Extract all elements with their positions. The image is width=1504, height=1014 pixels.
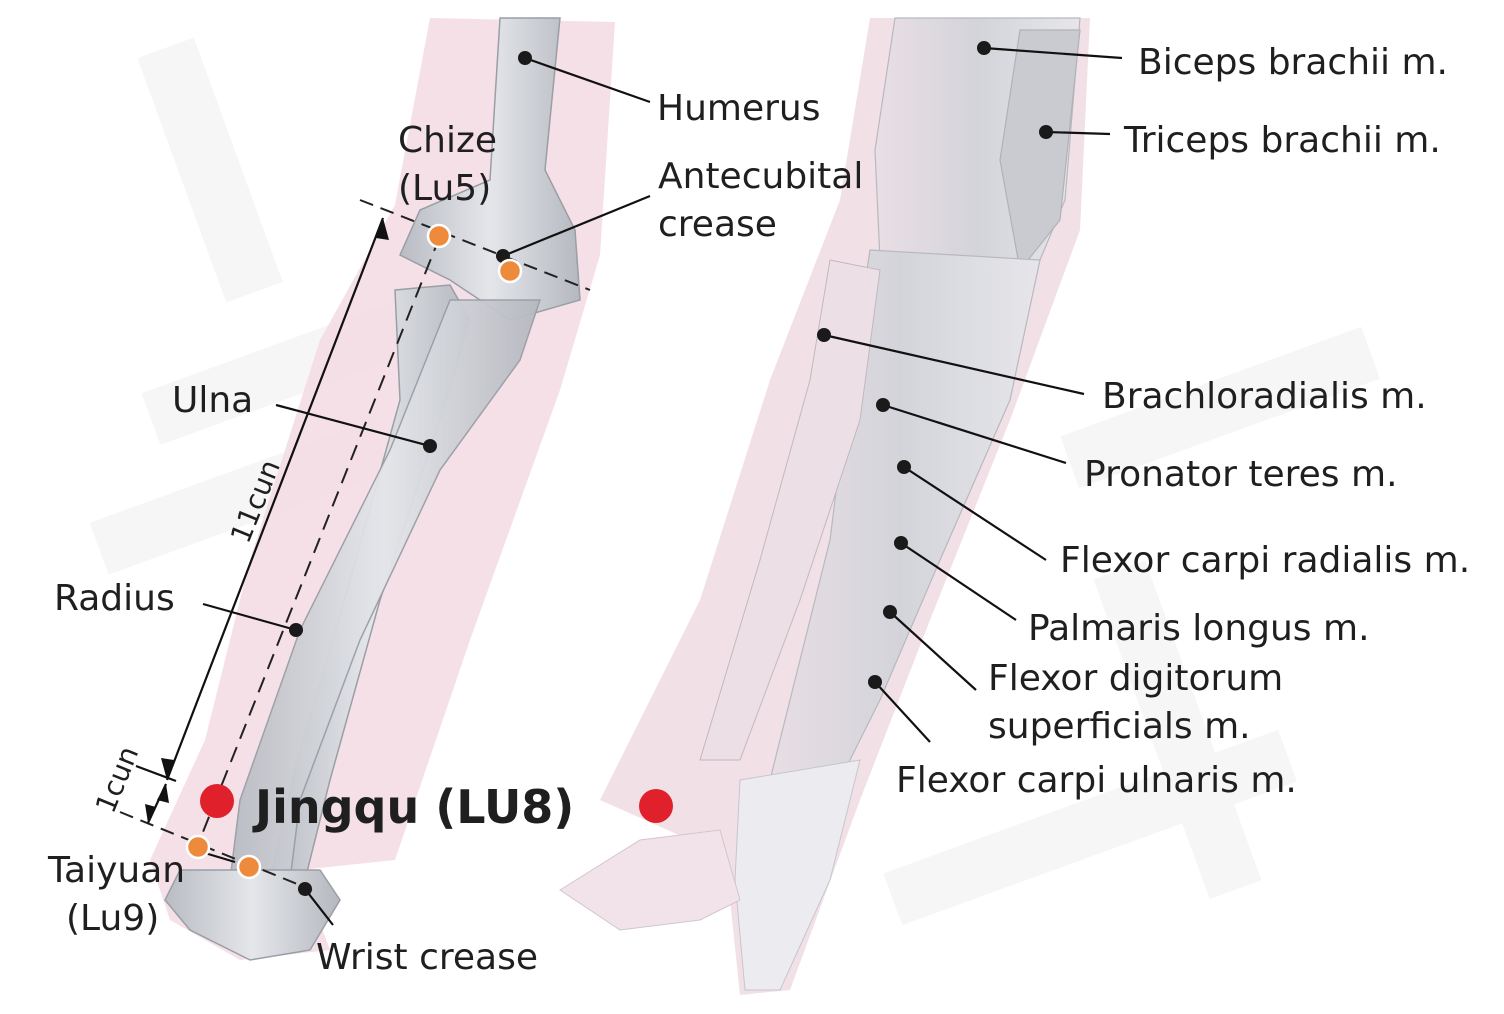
biceps-label: Biceps brachii m.: [1138, 42, 1448, 83]
wrist-tendons: [734, 759, 861, 991]
radius-leader: [202, 602, 297, 632]
fcr-label: Flexor carpi radialis m.: [1060, 540, 1470, 581]
pronator-dot: [876, 398, 890, 412]
radius-dot: [289, 623, 303, 637]
palmaris-label: Palmaris longus m.: [1028, 608, 1370, 649]
fds-dot: [883, 605, 897, 619]
antecubital-point: [497, 258, 523, 284]
acupoints: [185, 223, 673, 880]
one-cun-tick: [135, 764, 177, 783]
brachioradialis-label: Brachloradialis m.: [1102, 376, 1427, 417]
jingqu-point-right: [639, 789, 673, 823]
fcu-leader: [874, 681, 931, 743]
one-cun-arrow-top: [157, 784, 169, 803]
thenar-hand: [559, 829, 741, 931]
wrist-crease-line: [119, 811, 313, 891]
chize-point: [426, 223, 452, 249]
triceps-dot: [1039, 125, 1053, 139]
chize-name-label: Chize: [398, 120, 497, 161]
jingqu-main-label: Jingqu (LU8): [252, 780, 574, 834]
pronator-leader: [882, 403, 1067, 465]
brachioradialis-muscle: [699, 259, 881, 761]
chize-code-label: (Lu5): [398, 168, 491, 209]
eleven-cun-arrow-bottom: [161, 758, 174, 780]
right-arm-muscles: [559, 17, 1090, 995]
palmaris-dot: [894, 536, 908, 550]
biceps-leader: [983, 46, 1123, 60]
humerus-dot: [518, 51, 532, 65]
brachioradialis-leader: [823, 333, 1085, 396]
jingqu-point-left: [200, 784, 234, 818]
triceps-muscle: [999, 29, 1081, 272]
radius-bone: [229, 299, 542, 881]
right-leaders: [817, 41, 1123, 743]
humerus-leader: [524, 56, 651, 104]
right-labels: Biceps brachii m. Triceps brachii m. Bra…: [896, 42, 1470, 801]
antecubital-crease-line: [359, 199, 591, 291]
fds-leader: [889, 611, 977, 691]
fcr-dot: [897, 460, 911, 474]
one-cun-label: 1cun: [89, 742, 145, 818]
fcu-label: Flexor carpi ulnaris m.: [896, 760, 1297, 801]
taiyuan-name-label: Taiyuan: [47, 850, 185, 891]
fcu-dot: [868, 675, 882, 689]
biceps-dot: [977, 41, 991, 55]
antecubital-label-line1: Antecubital: [658, 156, 863, 197]
fcr-leader: [903, 466, 1047, 561]
brachioradialis-dot: [817, 328, 831, 342]
taiyuan-code-label: (Lu9): [66, 898, 159, 939]
palmaris-leader: [900, 542, 1017, 621]
ulna-leader: [275, 403, 431, 448]
taiyuan-point: [185, 834, 211, 860]
pronator-label: Pronator teres m.: [1084, 454, 1398, 495]
fds-label-line1: Flexor digitorum: [988, 658, 1283, 699]
wrist-crease-leader: [304, 888, 334, 926]
ulna-label: Ulna: [172, 380, 253, 421]
ulna-dot: [423, 439, 437, 453]
triceps-label: Triceps brachii m.: [1123, 120, 1441, 161]
radius-label: Radius: [54, 578, 175, 619]
fds-label-line2: superficials m.: [988, 706, 1251, 747]
humerus-label: Humerus: [657, 88, 820, 129]
meridian-line: [196, 235, 441, 848]
eleven-cun-arrow-top: [376, 218, 389, 240]
one-cun-arrow-bottom: [145, 804, 156, 823]
wrist-crease-dot: [298, 882, 312, 896]
left-labels: Humerus Chize (Lu5) Antecubital crease U…: [47, 88, 863, 978]
carpal-bones: [164, 869, 341, 961]
eleven-cun-dimension-line: [165, 217, 385, 781]
wrist-crease-label: Wrist crease: [316, 937, 538, 978]
triceps-leader: [1045, 130, 1111, 136]
antecubital-leader: [502, 194, 651, 258]
antecubital-label-line2: crease: [658, 204, 777, 245]
wrist-point: [236, 854, 262, 880]
